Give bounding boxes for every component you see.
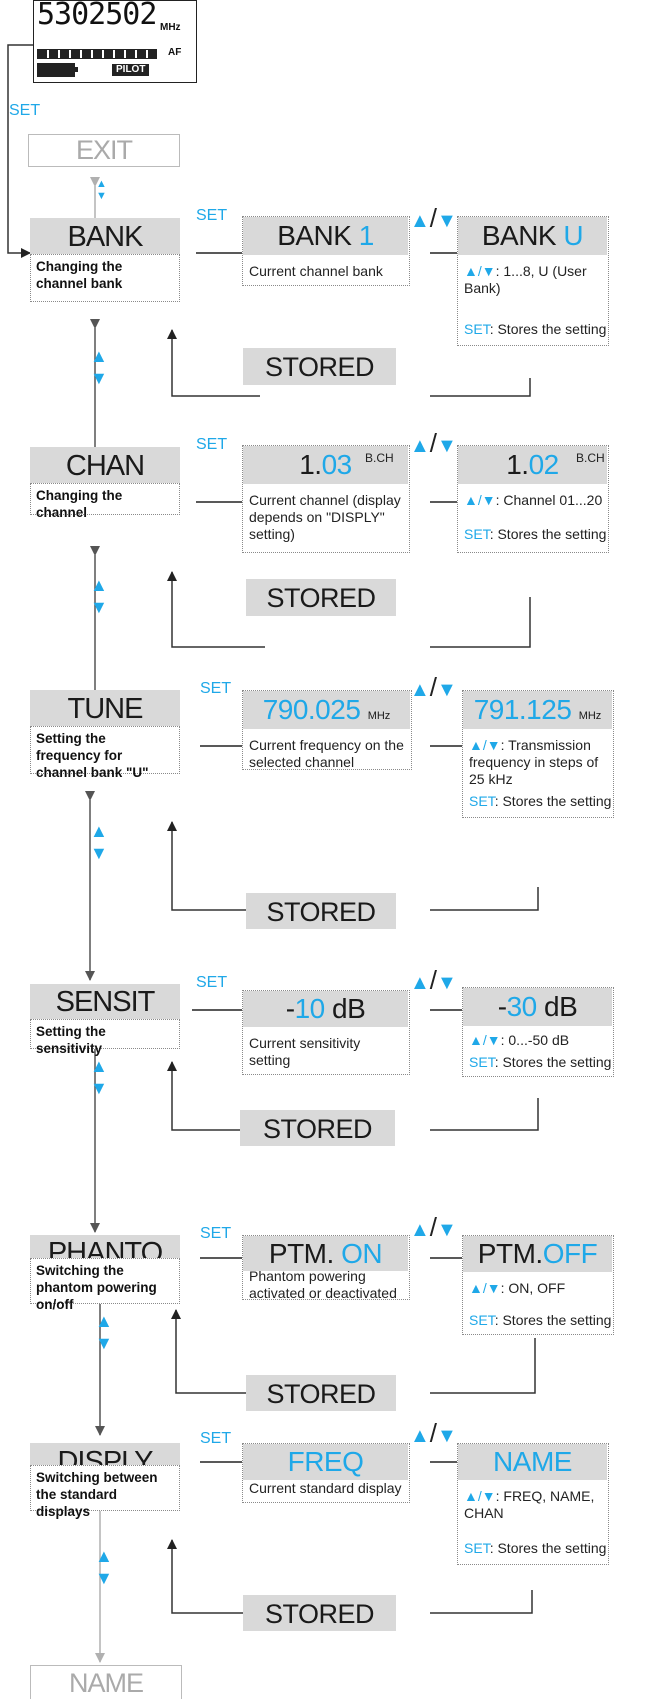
set-label-top: SET xyxy=(9,102,41,119)
current-tune-box: 790.025 MHz Current frequency on the sel… xyxy=(242,690,412,770)
updown-arrows-icon: ▲▼ xyxy=(90,1056,108,1098)
new-sensit-box: -30 dB ▲/▼: 0...-50 dB SET: Stores the s… xyxy=(462,987,614,1077)
set-label-bank: SET xyxy=(196,207,228,224)
current-sensit-box: -10 dB Current sensitivity setting xyxy=(242,990,410,1075)
updown-arrows-icon: ▲▼ xyxy=(95,1546,113,1588)
updown-selector-icon: ▲/▼ xyxy=(410,1418,457,1448)
current-bank-box: BANK 1 Current channel bank xyxy=(242,216,410,286)
set-label-tune: SET xyxy=(200,680,232,697)
new-chan-box: 1.02 B.CH ▲/▼: Channel 01...20 SET: Stor… xyxy=(457,445,609,553)
set-label-sensit: SET xyxy=(196,974,228,991)
menu-item-bank: BANK xyxy=(30,218,180,254)
battery-icon xyxy=(37,63,75,77)
updown-selector-icon: ▲/▼ xyxy=(410,672,457,702)
new-phanto-box: PTM.OFF ▲/▼: ON, OFF SET: Stores the set… xyxy=(462,1235,614,1335)
new-bank-box: BANK U ▲/▼: 1...8, U (User Bank) SET: St… xyxy=(457,216,609,346)
updown-arrows-icon: ▲▼ xyxy=(96,178,107,202)
new-tune-box: 791.125 MHz ▲/▼: Transmission frequency … xyxy=(462,690,614,818)
stored-bank: STORED xyxy=(243,348,396,385)
updown-arrows-icon: ▲▼ xyxy=(90,575,108,617)
new-disply-box: NAME ▲/▼: FREQ, NAME, CHAN SET: Stores t… xyxy=(457,1443,609,1565)
current-disply-box: FREQ Current standard display xyxy=(242,1443,410,1503)
menu-description-disply: Switching between the standard displays xyxy=(30,1465,180,1519)
set-label-phanto: SET xyxy=(200,1225,232,1242)
updown-arrows-icon: ▲▼ xyxy=(95,1311,113,1353)
menu-item-tune: TUNE xyxy=(30,690,180,726)
stored-disply: STORED xyxy=(243,1595,396,1631)
lcd-frequency: 5302502 xyxy=(37,0,157,32)
name-menu-item: NAME xyxy=(30,1665,182,1699)
af-meter xyxy=(37,49,157,59)
current-phanto-box: PTM. ON Phantom powering activated or de… xyxy=(242,1235,410,1301)
menu-description-sensit: Setting the sensitivity xyxy=(30,1019,180,1056)
stored-sensit: STORED xyxy=(240,1110,395,1146)
set-label-disply: SET xyxy=(200,1430,232,1447)
stored-phanto: STORED xyxy=(246,1375,396,1411)
stored-chan: STORED xyxy=(246,579,396,616)
lcd-af: AF xyxy=(168,47,182,58)
menu-description-bank: Changing the channel bank xyxy=(30,254,180,302)
lcd-mhz: MHz xyxy=(160,22,181,33)
exit-menu-item: EXIT xyxy=(28,134,180,167)
updown-selector-icon: ▲/▼ xyxy=(410,428,457,458)
menu-description-phanto: Switching the phantom powering on/off xyxy=(30,1258,180,1312)
updown-selector-icon: ▲/▼ xyxy=(410,203,457,233)
updown-arrows-icon: ▲▼ xyxy=(90,346,108,388)
lcd-pilot: PILOT xyxy=(112,64,150,76)
stored-tune: STORED xyxy=(246,893,396,929)
menu-item-chan: CHAN xyxy=(30,447,180,483)
lcd-display: 5302502 MHz AF PILOT xyxy=(33,0,197,83)
current-chan-box: 1.03 B.CH Current channel (display depen… xyxy=(242,445,410,553)
menu-description-tune: Setting the frequency for channel bank "… xyxy=(30,726,180,780)
menu-item-sensit: SENSIT xyxy=(30,984,180,1019)
set-label-chan: SET xyxy=(196,436,228,453)
updown-selector-icon: ▲/▼ xyxy=(410,965,457,995)
updown-arrows-icon: ▲▼ xyxy=(90,821,108,863)
menu-description-chan: Changing the channel xyxy=(30,483,180,520)
updown-selector-icon: ▲/▼ xyxy=(410,1212,457,1242)
